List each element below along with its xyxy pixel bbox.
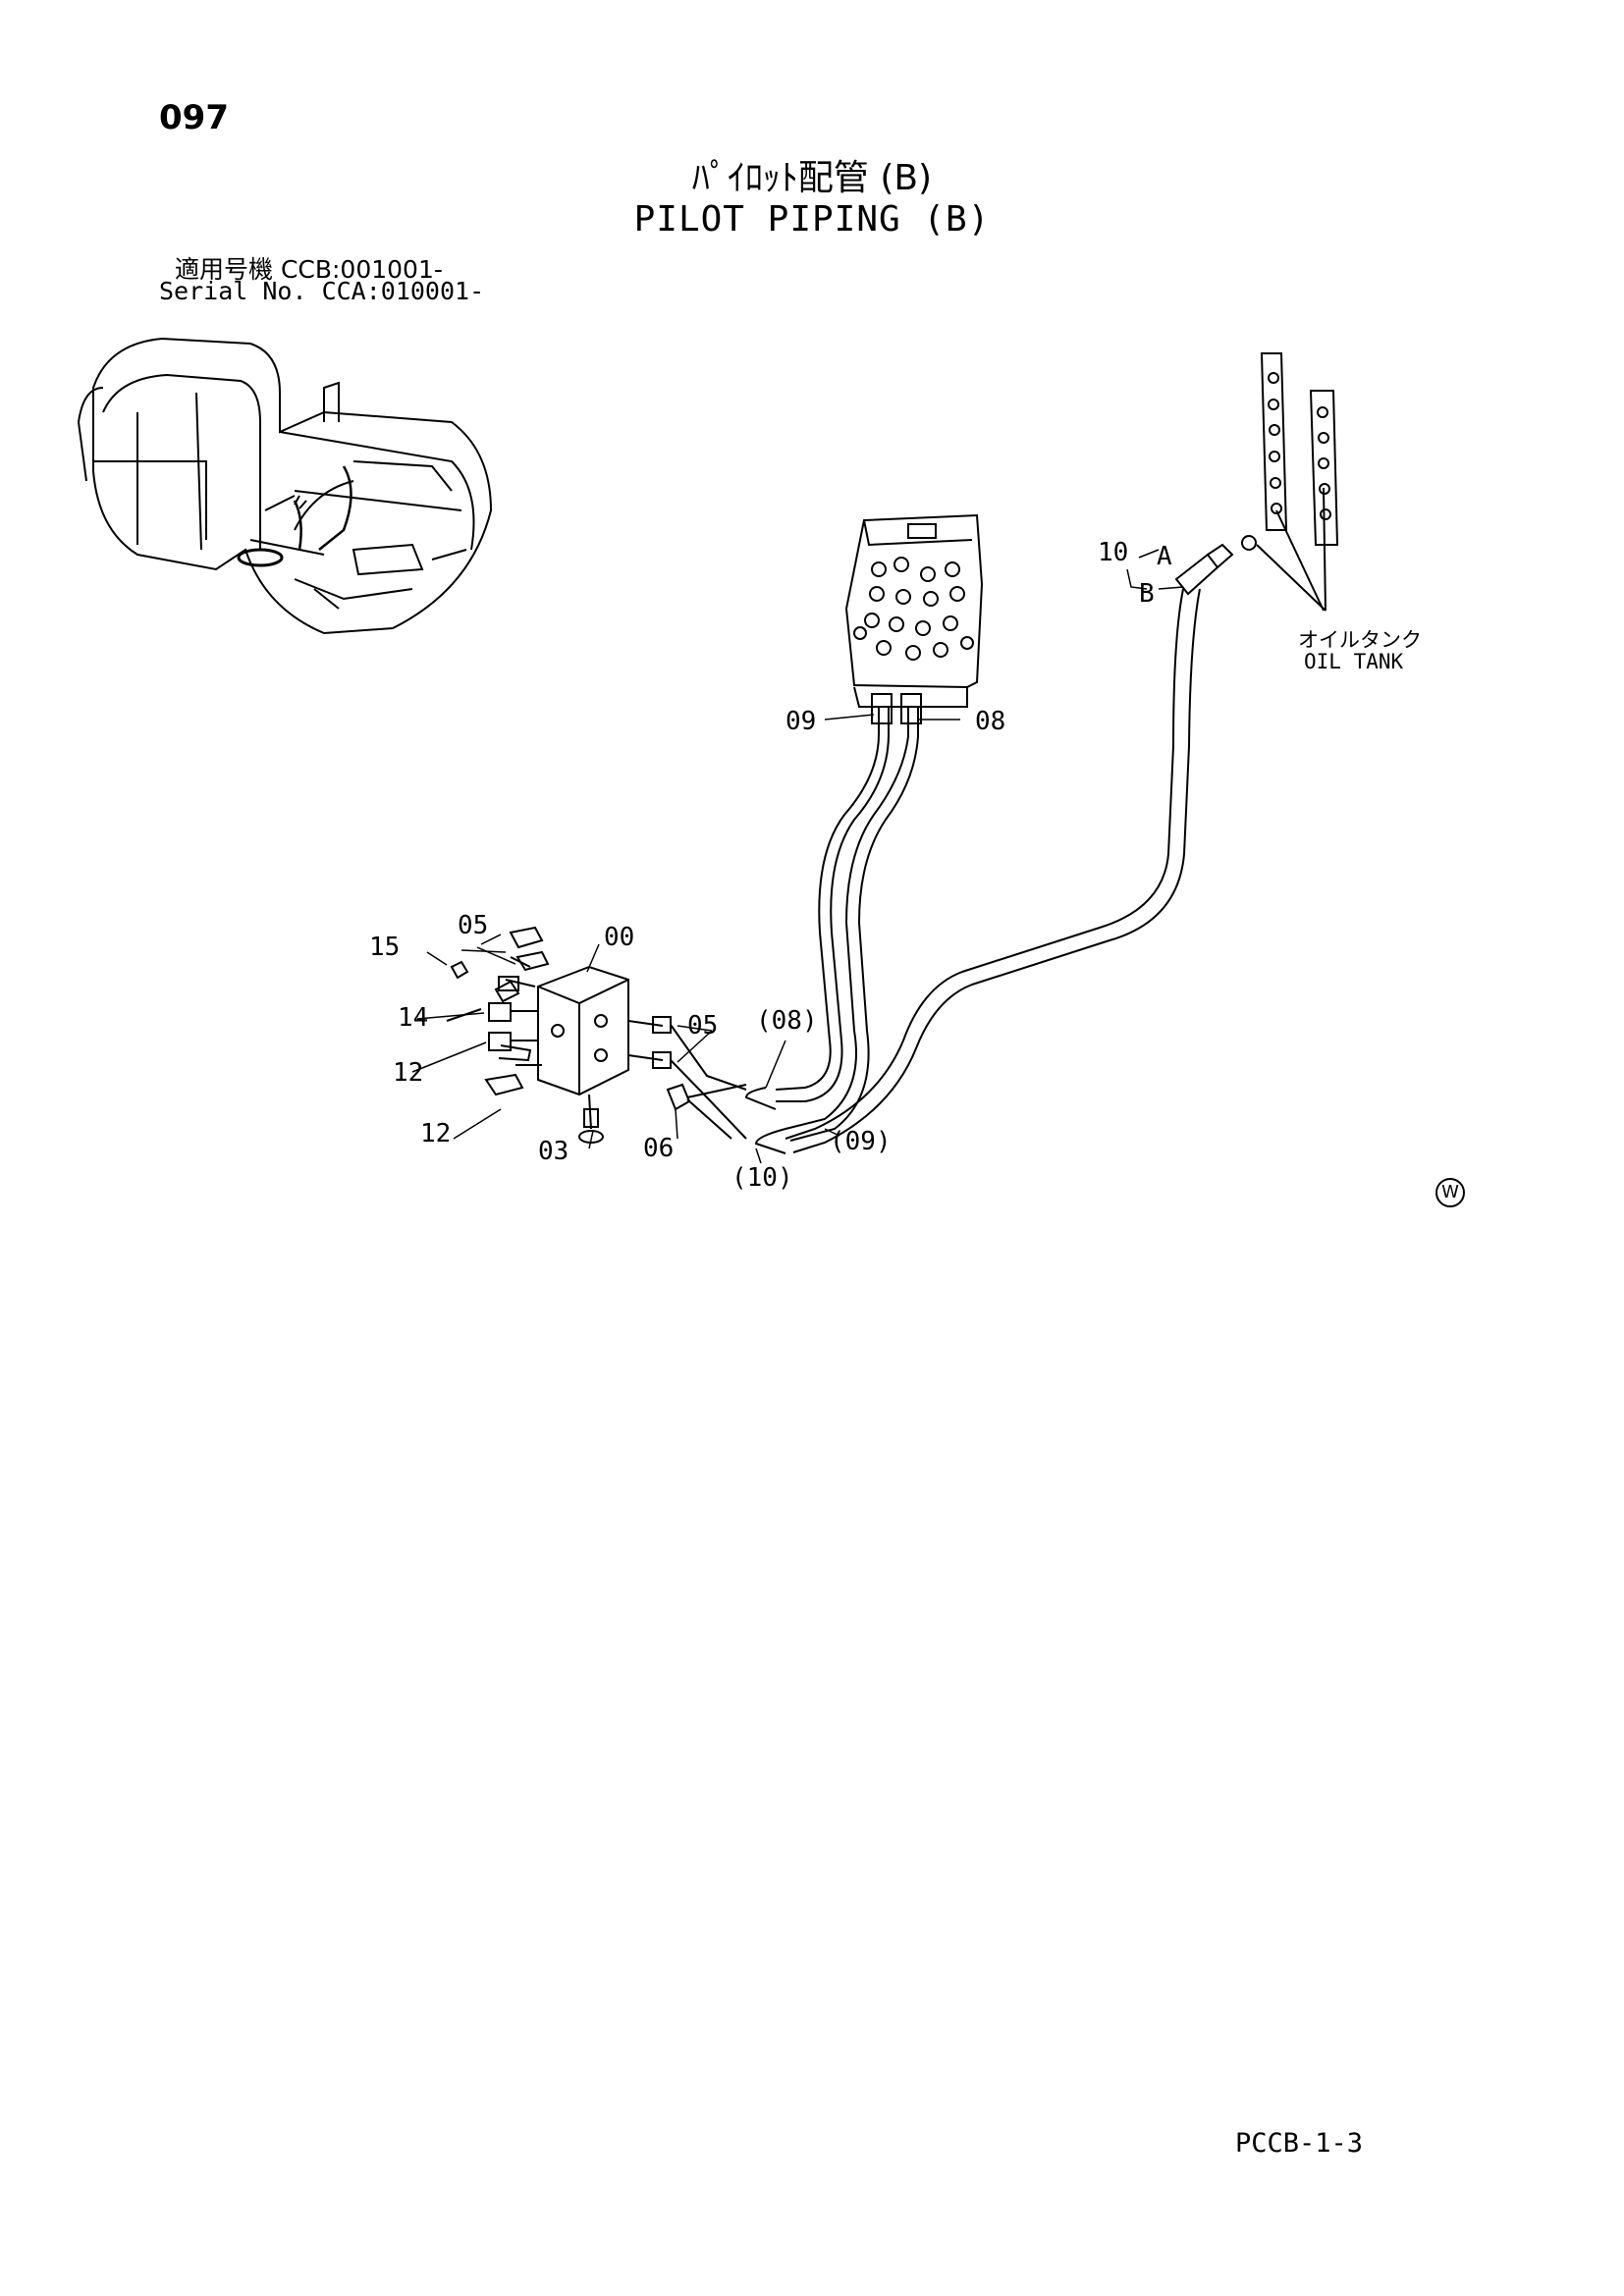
- part-label-05-upper: 05: [458, 911, 489, 940]
- page-title-english: PILOT PIPING (B): [633, 199, 991, 240]
- part-label-12-lower: 12: [420, 1119, 452, 1148]
- page-number: 097: [159, 98, 229, 137]
- w-mark-symbol: W: [1435, 1178, 1465, 1207]
- part-label-03: 03: [538, 1137, 569, 1166]
- control-valve-illustration: [844, 513, 984, 708]
- leader-lines: [411, 549, 1184, 1164]
- part-label-12-upper: 12: [393, 1058, 424, 1088]
- part-label-15: 15: [369, 933, 401, 962]
- oil-tank-label-english: OIL TANK: [1304, 650, 1404, 673]
- excavator-overview-illustration: [77, 337, 493, 635]
- document-code: PCCB-1-3: [1235, 2128, 1364, 2159]
- sub-label-a: A: [1157, 542, 1172, 571]
- part-label-10: 10: [1098, 538, 1129, 567]
- pilot-block-illustration: [446, 926, 747, 1144]
- part-label-08: 08: [975, 707, 1006, 736]
- serial-range-japanese: 適用号機 CCB:001001-: [175, 255, 443, 284]
- part-label-05-lower: 05: [687, 1011, 719, 1041]
- part-label-14: 14: [398, 1003, 429, 1033]
- part-label-00: 00: [604, 923, 635, 952]
- part-label-08-reference: (08): [756, 1006, 818, 1036]
- pilot-hoses: [744, 543, 1234, 1154]
- oil-tank-plate-illustration: [1241, 352, 1339, 612]
- oil-tank-label-japanese: オイルタンク: [1298, 628, 1422, 652]
- part-label-09-reference: (09): [830, 1127, 892, 1156]
- page-title-japanese: ﾊﾟｲﾛｯﾄ配管 (B): [691, 158, 933, 198]
- part-label-06: 06: [643, 1134, 675, 1163]
- part-label-09: 09: [785, 707, 817, 736]
- part-label-10-reference: (10): [731, 1163, 793, 1193]
- sub-label-b: B: [1139, 579, 1155, 609]
- serial-range-english: Serial No. CCA:010001-: [159, 277, 485, 305]
